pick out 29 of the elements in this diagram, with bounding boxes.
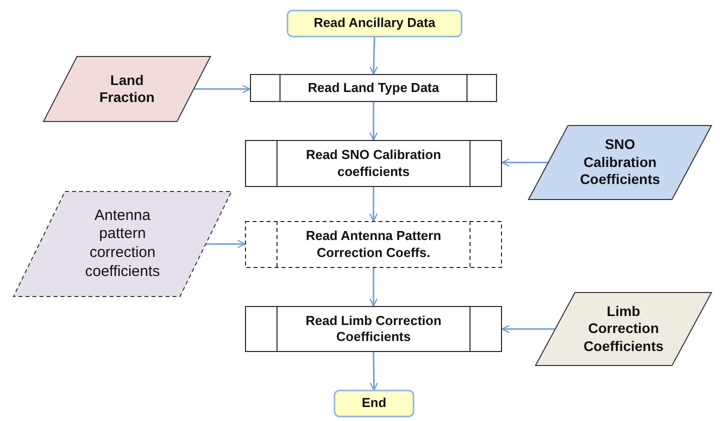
data-parallelogram xyxy=(535,292,712,366)
data-parallelogram xyxy=(43,56,211,122)
arrow xyxy=(194,84,251,94)
arrow xyxy=(370,36,378,75)
terminal-box xyxy=(287,10,462,37)
step-label: Read Land Type Data xyxy=(308,80,440,96)
data-label: Land Fraction xyxy=(98,72,156,106)
step-label: Read Antenna Pattern Correction Coeffs. xyxy=(304,228,442,261)
process-box xyxy=(245,306,502,352)
terminal-box xyxy=(334,390,414,417)
arrow xyxy=(369,102,378,141)
process-box xyxy=(245,221,502,268)
step-label: Read Ancillary Data xyxy=(314,15,436,32)
step-label: Read SNO Calibration coefficients xyxy=(304,147,442,180)
data-label: Antenna pattern correction coefficients xyxy=(84,206,161,282)
arrow xyxy=(370,352,378,391)
arrow xyxy=(206,240,246,248)
step-label: End xyxy=(362,395,386,412)
step-label: Read Limb Correction Coefficients xyxy=(304,312,442,346)
arrow xyxy=(501,324,555,334)
data-label: Limb Correction Coefficients xyxy=(582,302,665,356)
data-label: SNO Calibration Coefficients xyxy=(578,136,662,189)
arrow xyxy=(501,158,548,167)
data-parallelogram xyxy=(528,125,712,200)
process-box xyxy=(245,140,502,187)
process-box xyxy=(250,74,497,102)
data-parallelogram xyxy=(13,191,232,297)
arrow xyxy=(369,268,378,307)
arrow xyxy=(369,187,378,222)
